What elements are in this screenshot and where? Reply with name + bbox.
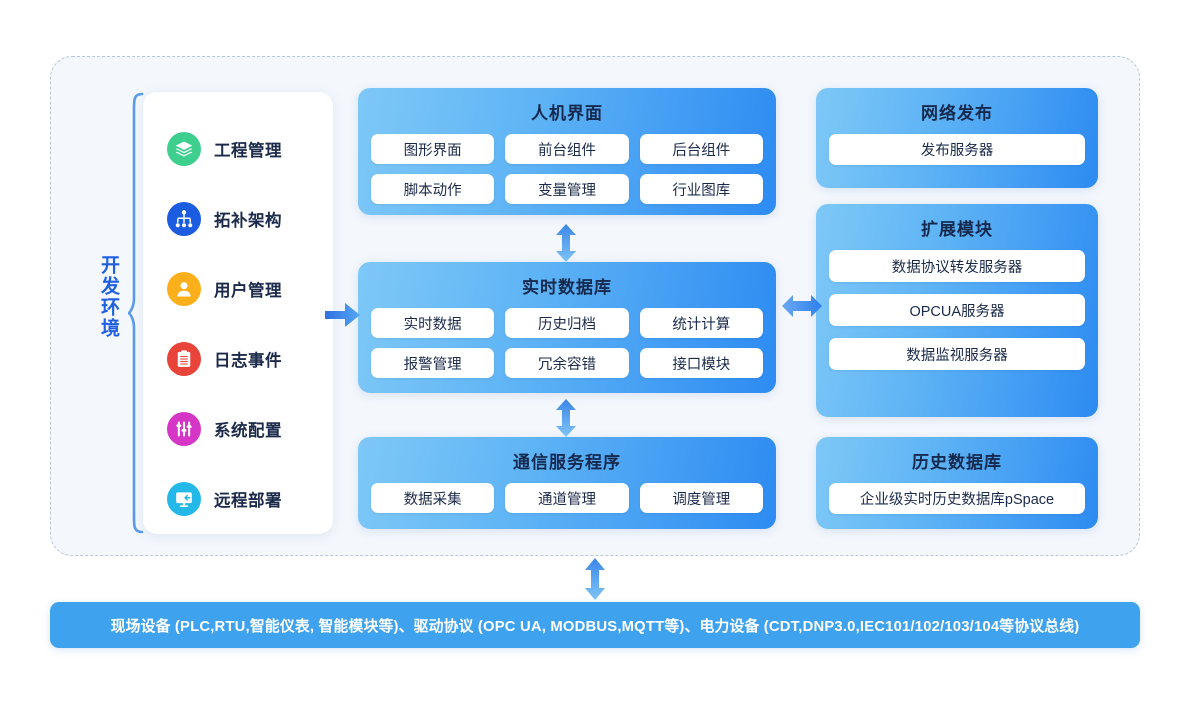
module-item[interactable]: 行业图库: [639, 174, 763, 204]
hierarchy-icon: [167, 202, 201, 236]
module-item[interactable]: 脚本动作: [371, 174, 495, 204]
dev-item-label: 日志事件: [214, 352, 282, 370]
comm-bottombar-arrow: [583, 558, 607, 605]
dev-item-topology-architecture[interactable]: 拓补架构: [143, 192, 333, 246]
pill-row: OPCUA服务器: [829, 294, 1085, 326]
card-title: 扩展模块: [921, 220, 993, 239]
dev-item-log-events[interactable]: 日志事件: [143, 332, 333, 386]
module-item[interactable]: 变量管理: [505, 174, 629, 204]
dev-environment-bracket: [127, 92, 144, 534]
dev-item-system-configuration[interactable]: 系统配置: [143, 402, 333, 456]
clipboard-icon: [167, 342, 201, 376]
dev-item-user-management[interactable]: 用户管理: [143, 262, 333, 316]
card-title: 历史数据库: [912, 453, 1002, 472]
pill-row: 脚本动作 变量管理 行业图库: [371, 174, 763, 204]
dev-environment-label: 开发环境: [98, 255, 119, 339]
module-card-realtime-database: 实时数据库 实时数据 历史归档 统计计算 报警管理 冗余容错 接口模块: [358, 262, 776, 393]
dev-item-label: 工程管理: [214, 142, 282, 160]
card-title: 通信服务程序: [513, 453, 621, 472]
dev-item-label: 系统配置: [214, 422, 282, 440]
module-item[interactable]: 数据协议转发服务器: [829, 250, 1085, 282]
module-item[interactable]: 数据采集: [371, 483, 495, 513]
dev-item-engineering-management[interactable]: 工程管理: [143, 122, 333, 176]
monitor-deploy-icon: [167, 482, 201, 516]
module-item[interactable]: OPCUA服务器: [829, 294, 1085, 326]
module-card-extension: 扩展模块 数据协议转发服务器 OPCUA服务器 数据监视服务器: [816, 204, 1098, 417]
module-item[interactable]: 企业级实时历史数据库pSpace: [829, 483, 1085, 514]
module-item[interactable]: 发布服务器: [829, 134, 1085, 165]
pill-row: 实时数据 历史归档 统计计算: [371, 308, 763, 338]
rtdb-extension-arrow: [782, 293, 822, 324]
pill-row: 数据协议转发服务器: [829, 250, 1085, 282]
pill-row: 发布服务器: [829, 134, 1085, 165]
module-item[interactable]: 数据监视服务器: [829, 338, 1085, 370]
card-title: 实时数据库: [522, 278, 612, 297]
dev-item-label: 远程部署: [214, 492, 282, 510]
field-devices-bar-text: 现场设备 (PLC,RTU,智能仪表, 智能模块等)、驱动协议 (OPC UA,…: [110, 618, 1080, 635]
module-item[interactable]: 通道管理: [505, 483, 629, 513]
layers-icon: [167, 132, 201, 166]
card-title: 人机界面: [531, 104, 603, 123]
module-card-hmi: 人机界面 图形界面 前台组件 后台组件 脚本动作 变量管理 行业图库: [358, 88, 776, 215]
module-item[interactable]: 实时数据: [371, 308, 495, 338]
hmi-rtdb-arrow: [554, 224, 578, 267]
module-item[interactable]: 前台组件: [505, 134, 629, 164]
module-card-communication-service: 通信服务程序 数据采集 通道管理 调度管理: [358, 437, 776, 529]
module-item[interactable]: 历史归档: [505, 308, 629, 338]
module-item[interactable]: 接口模块: [639, 348, 763, 378]
dev-item-label: 用户管理: [214, 282, 282, 300]
dev-item-remote-deployment[interactable]: 远程部署: [143, 472, 333, 526]
pill-row: 图形界面 前台组件 后台组件: [371, 134, 763, 164]
dev-environment-panel: 工程管理 拓补架构: [143, 92, 333, 534]
pill-row: 企业级实时历史数据库pSpace: [829, 483, 1085, 514]
module-item[interactable]: 调度管理: [639, 483, 763, 513]
user-icon: [167, 272, 201, 306]
module-item[interactable]: 冗余容错: [505, 348, 629, 378]
dev-item-label: 拓补架构: [214, 212, 282, 230]
dev-to-rtdb-arrow: [325, 302, 361, 333]
pill-row: 报警管理 冗余容错 接口模块: [371, 348, 763, 378]
pill-row: 数据采集 通道管理 调度管理: [371, 483, 763, 513]
sliders-icon: [167, 412, 201, 446]
module-item[interactable]: 报警管理: [371, 348, 495, 378]
card-title: 网络发布: [921, 104, 993, 123]
module-item[interactable]: 统计计算: [639, 308, 763, 338]
pill-row: 数据监视服务器: [829, 338, 1085, 370]
module-item[interactable]: 后台组件: [639, 134, 763, 164]
module-card-network-publish: 网络发布 发布服务器: [816, 88, 1098, 188]
module-item[interactable]: 图形界面: [371, 134, 495, 164]
module-card-history-database: 历史数据库 企业级实时历史数据库pSpace: [816, 437, 1098, 529]
rtdb-comm-arrow: [554, 399, 578, 442]
field-devices-bar: 现场设备 (PLC,RTU,智能仪表, 智能模块等)、驱动协议 (OPC UA,…: [50, 602, 1140, 648]
